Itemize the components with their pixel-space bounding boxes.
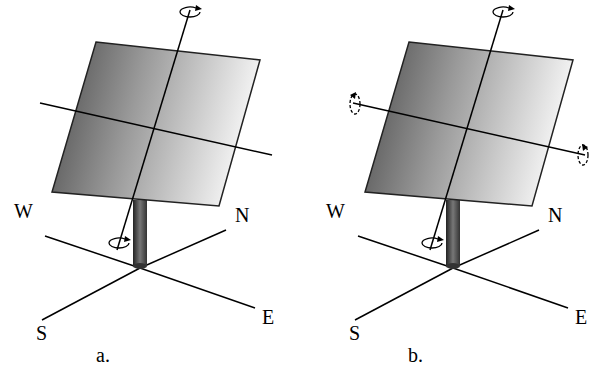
compass-label: N [548, 204, 562, 226]
compass-label: S [36, 322, 47, 344]
compass-label: W [326, 200, 345, 222]
compass-label: N [235, 204, 249, 226]
compass-label: E [575, 306, 587, 328]
figure-caption: b. [408, 344, 423, 366]
compass-label: E [262, 306, 274, 328]
compass-label: W [14, 200, 33, 222]
figure-caption: a. [96, 344, 110, 366]
compass-label: S [349, 322, 360, 344]
